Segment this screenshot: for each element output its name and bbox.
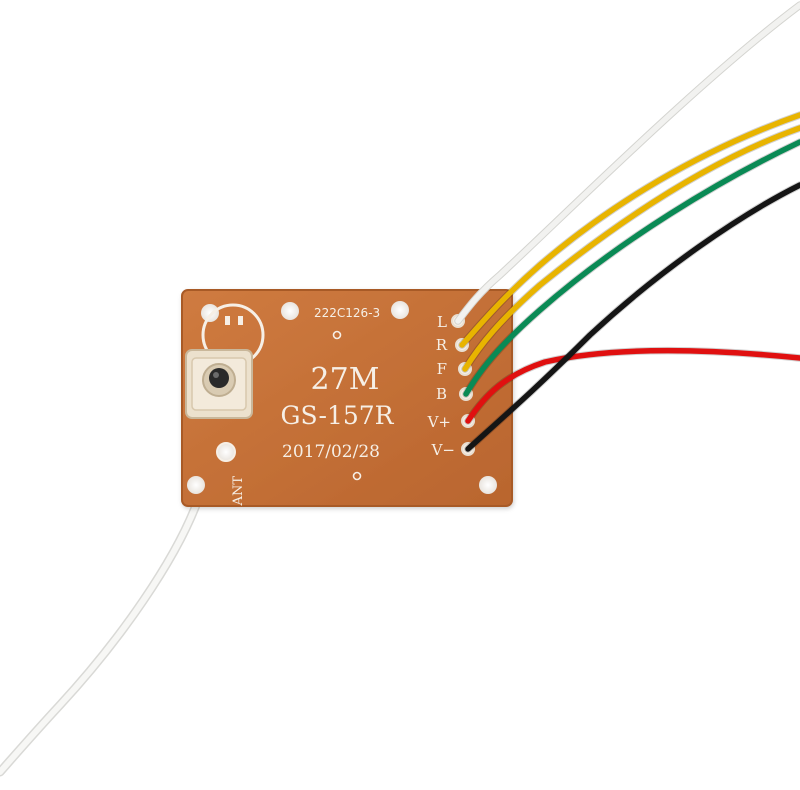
board-code-label: 222C126-3	[314, 306, 380, 320]
pad-label-l: L	[437, 313, 447, 331]
connection-wires	[454, 1, 800, 453]
tuning-coil	[185, 349, 253, 419]
wire-f	[462, 125, 800, 372]
wire-shadow	[454, 1, 800, 325]
wire-b	[463, 139, 800, 397]
model-label: GS-157R	[280, 401, 394, 430]
pad-label-f: F	[437, 360, 447, 378]
wire-r	[459, 112, 800, 348]
pcb-board	[181, 289, 513, 507]
wire-shadow	[464, 346, 800, 425]
pad-label-r: R	[436, 336, 448, 354]
wire-l	[455, 2, 800, 324]
date-label: 2017/02/28	[282, 442, 380, 462]
pad-label-vplus: V+	[427, 413, 451, 431]
wire-shadow	[464, 181, 800, 453]
pad-label-b: B	[436, 385, 447, 403]
board-holes	[187, 301, 497, 494]
antenna-pad	[216, 442, 236, 462]
pad-label-vminus: V−	[431, 441, 455, 459]
wire-v	[465, 347, 800, 424]
antenna-label: ANT	[231, 476, 246, 507]
frequency-label: 27M	[311, 362, 380, 397]
wire-v	[465, 182, 800, 452]
